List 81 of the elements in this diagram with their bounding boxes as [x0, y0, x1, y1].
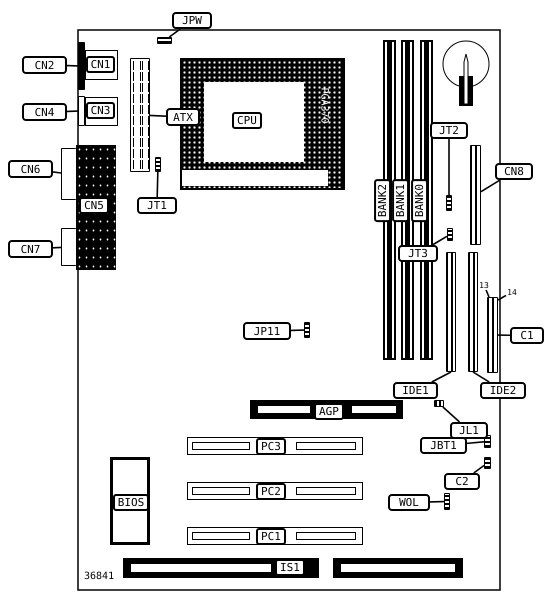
- pin-number: 14: [506, 287, 518, 297]
- callout-label: JT3: [398, 245, 438, 262]
- leader-line: [432, 236, 448, 246]
- component-label: PC3: [256, 438, 286, 455]
- expansion-slot: [333, 558, 463, 578]
- part-number: 36841: [84, 571, 114, 582]
- callout-label: CN7: [8, 240, 53, 258]
- leader-line: [431, 371, 452, 383]
- leader-line: [290, 329, 304, 332]
- leader-line: [430, 500, 444, 503]
- port-panel: [76, 145, 116, 270]
- leader-line: [498, 334, 510, 336]
- leader-line: [485, 290, 490, 298]
- leader-line: [473, 464, 484, 474]
- leader-line: [150, 114, 166, 117]
- callout-label: JT1: [137, 197, 177, 214]
- expansion-slot: [187, 437, 363, 455]
- callout-label: CN8: [495, 163, 533, 180]
- component-label: BANK2: [374, 178, 392, 222]
- pin-header: [470, 145, 481, 245]
- callout-label: IDE2: [480, 382, 526, 399]
- component-label: BANK0: [411, 178, 428, 222]
- component-label: CPU: [232, 112, 262, 129]
- leader-line: [168, 28, 181, 38]
- component-label: PC1: [256, 528, 286, 545]
- port-connector: [85, 97, 118, 126]
- leader-line: [480, 179, 500, 192]
- callout-label: ATX: [166, 108, 200, 126]
- callout-label: CN4: [22, 103, 67, 121]
- jumper-block: [304, 322, 310, 338]
- jumper-block: [155, 157, 161, 172]
- leader-line: [52, 171, 62, 174]
- component-label: CN5: [79, 197, 109, 214]
- expansion-slot: [250, 400, 403, 419]
- callout-label: WOL: [388, 494, 430, 511]
- expansion-slot: [187, 482, 363, 500]
- component-label: PC2: [256, 483, 286, 500]
- callout-label: C2: [444, 473, 480, 490]
- callout-label: JBT1: [420, 437, 467, 454]
- leader-line: [52, 246, 62, 249]
- expansion-slot: [123, 558, 319, 578]
- port-connector: [78, 42, 85, 90]
- jumper-block: [484, 457, 491, 469]
- leader-line: [442, 406, 460, 423]
- component-label: BIOS: [112, 494, 150, 510]
- callout-label: JP11: [243, 322, 291, 340]
- callout-label: JT2: [430, 122, 468, 139]
- pin-number: 13: [478, 280, 490, 290]
- leader-line: [498, 294, 506, 301]
- jumper-block: [444, 493, 450, 510]
- callout-label: CN6: [8, 160, 53, 178]
- jumper-block: [446, 195, 452, 211]
- expansion-slot: [187, 527, 363, 545]
- callout-label: JL1: [450, 422, 488, 439]
- component-label: BANK1: [392, 178, 410, 222]
- leader-line: [466, 441, 484, 444]
- power-connector: [130, 58, 150, 172]
- pin-header: [487, 297, 498, 373]
- pin-header: [468, 252, 478, 372]
- callout-label: IDE1: [393, 382, 438, 399]
- leader-line: [448, 139, 450, 195]
- leader-line: [472, 371, 490, 383]
- callout-label: C1: [510, 327, 544, 344]
- component-label: CN3: [86, 102, 116, 119]
- jumper-block: [447, 228, 453, 241]
- callout-label: CN2: [22, 56, 67, 74]
- callout-label: JPW: [172, 12, 212, 29]
- leader-line: [66, 64, 78, 67]
- port-connector: [85, 50, 118, 80]
- pin-header: [446, 252, 456, 372]
- component-label: IS1: [275, 559, 305, 576]
- component-label: AGP: [314, 403, 344, 420]
- jumper-block: [434, 400, 444, 407]
- component-label: CN1: [86, 56, 116, 72]
- leader-line: [156, 172, 159, 198]
- port-connector: [78, 96, 85, 126]
- dsub-connector: [61, 228, 76, 266]
- leader-line: [66, 110, 78, 112]
- bios-chip: [110, 457, 150, 545]
- jumper-block: [157, 37, 172, 44]
- dsub-connector: [61, 148, 76, 200]
